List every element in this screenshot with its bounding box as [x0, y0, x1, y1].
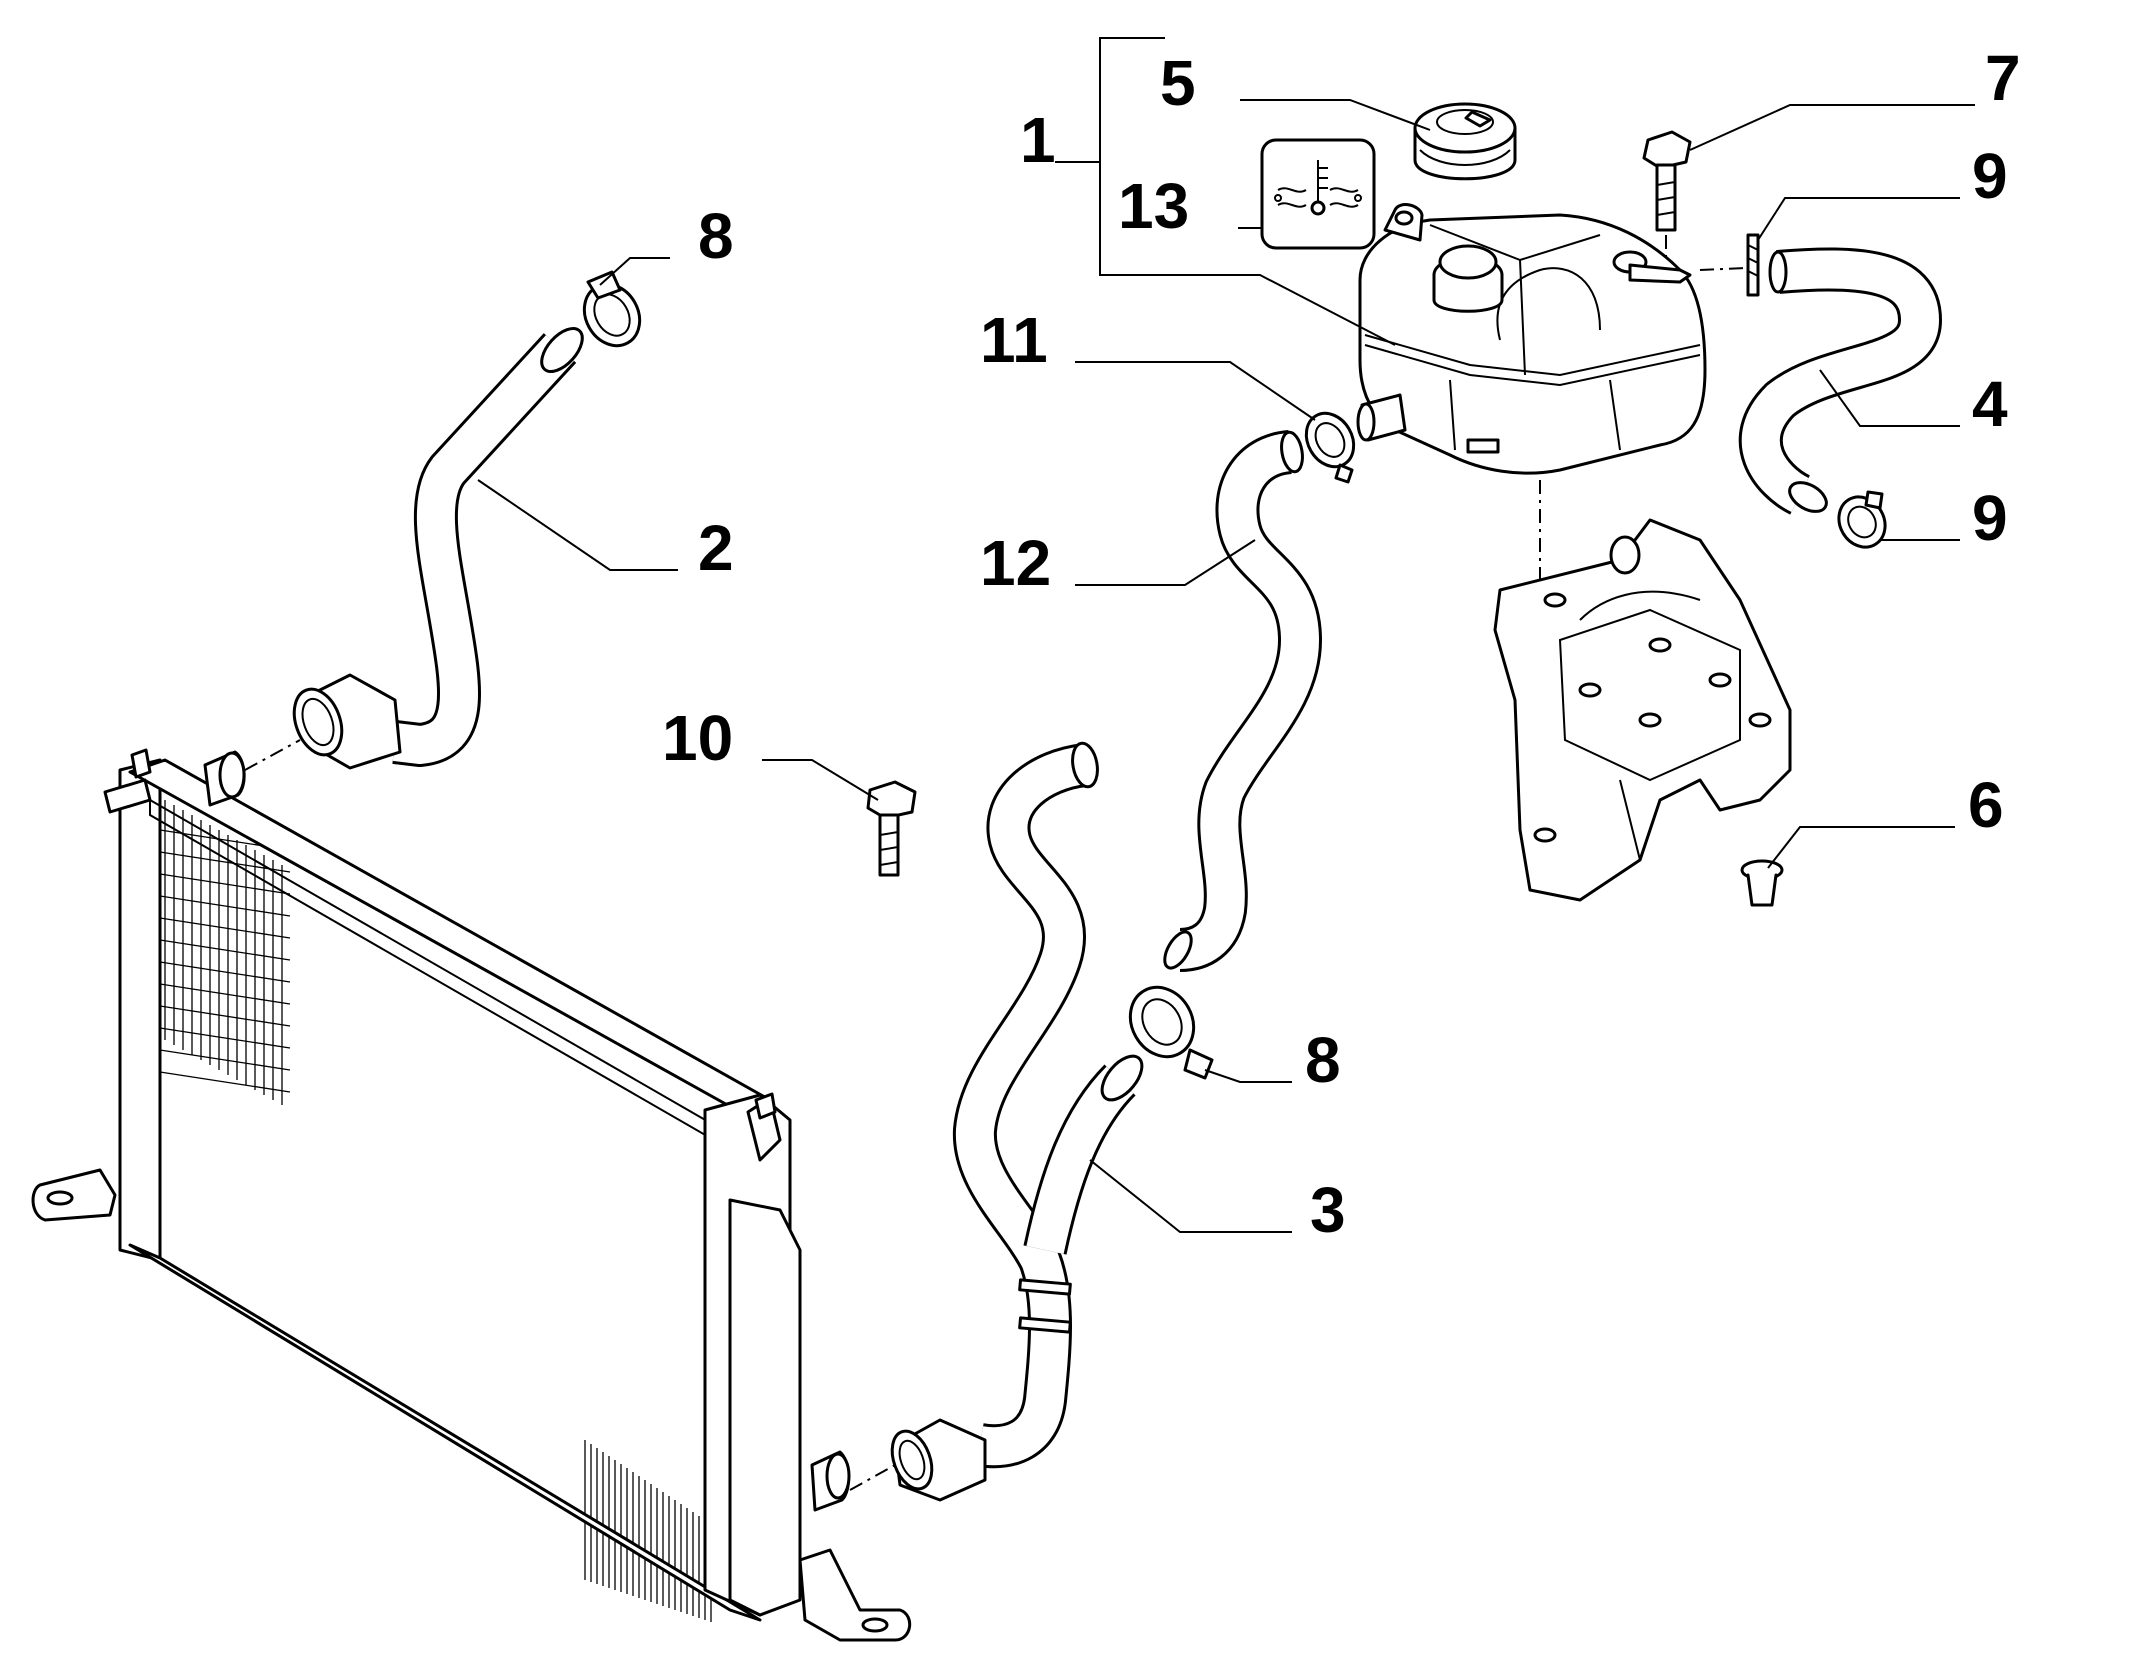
callout-9-bottom: 9 — [1972, 482, 2008, 554]
lower-radiator-hose — [849, 741, 1144, 1502]
callout-6: 6 — [1968, 769, 2004, 841]
callout-2: 2 — [698, 512, 734, 584]
radiator-left-tank — [118, 758, 162, 1262]
radiator-bracket — [31, 1168, 117, 1222]
radiator-bottom-rail — [128, 1243, 762, 1622]
callout-3: 3 — [1310, 1174, 1346, 1246]
bolt-icon — [1642, 130, 1692, 260]
tank-outlet-hose — [1163, 430, 1322, 972]
radiator-mount — [103, 778, 152, 814]
radiator — [31, 748, 911, 1642]
callout-9-top: 9 — [1972, 140, 2008, 212]
hose-clip-icon — [1699, 233, 1760, 297]
callout-13: 13 — [1118, 170, 1189, 242]
tank-cap-icon — [1413, 102, 1517, 181]
callout-5: 5 — [1160, 47, 1196, 119]
callout-8-top: 8 — [698, 200, 734, 272]
callout-labels: 1 2 3 4 5 6 7 8 8 9 9 10 11 12 13 — [662, 42, 2021, 1246]
callout-4: 4 — [1972, 368, 2008, 440]
radiator-top-rail — [128, 758, 772, 1114]
leader-lines — [477, 37, 1975, 1233]
callout-7: 7 — [1985, 42, 2021, 114]
callout-12: 12 — [980, 527, 1051, 599]
expansion-tank — [1356, 203, 1707, 590]
callout-8-lower: 8 — [1305, 1024, 1341, 1096]
hose-clamp-icon — [1837, 490, 1887, 549]
upper-radiator-hose — [244, 327, 584, 771]
hose-clamp-icon — [1304, 411, 1356, 484]
callout-10: 10 — [662, 702, 733, 774]
coolant-level-label-icon — [1260, 138, 1376, 250]
insert-icon — [1740, 859, 1784, 907]
tank-vent-hose — [1738, 247, 1942, 515]
bolt-icon — [866, 780, 917, 877]
callout-1: 1 — [1020, 104, 1056, 176]
callout-11: 11 — [980, 304, 1048, 376]
tank-bracket — [1493, 518, 1792, 902]
hose-clamp-icon — [582, 270, 642, 348]
